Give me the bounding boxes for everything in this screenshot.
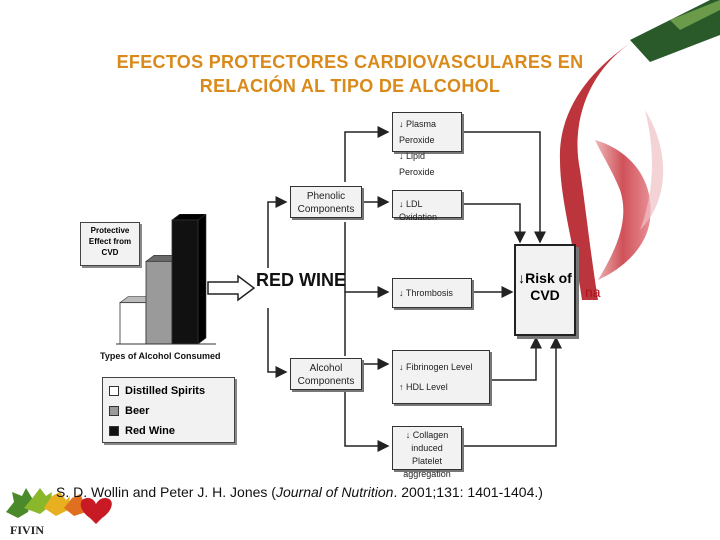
phenolic-line-2: Components [291, 203, 361, 216]
chart-xlabel: Types of Alcohol Consumed [100, 351, 221, 361]
collagen-box: ↓ Collagen induced Platelet aggregation [392, 426, 462, 470]
fibrinogen-hdl-box: ↓ Fibrinogen Level ↑ HDL Level [392, 350, 490, 404]
bar-distilled-spirits [120, 303, 146, 344]
chart-ylabel-box: Protective Effect from CVD [80, 222, 140, 266]
legend-label: Distilled Spirits [125, 381, 205, 401]
risk-of-cvd-box: ↓Risk of CVD [514, 244, 576, 336]
partial-red-text: na [585, 284, 601, 300]
citation-journal: Journal of Nutrition [276, 484, 394, 500]
bar-red-wine [172, 220, 198, 344]
alcohol-components-box: Alcohol Components [290, 358, 362, 390]
fibrinogen-level: ↓ Fibrinogen Level [399, 357, 489, 377]
legend-label: Beer [125, 401, 149, 421]
citation: S. D. Wollin and Peter J. H. Jones (Jour… [56, 484, 543, 500]
thrombosis-box: ↓ Thrombosis [392, 278, 472, 308]
citation-details: . 2001;131: 1401-1404.) [393, 484, 542, 500]
phenolic-components-box: Phenolic Components [290, 186, 362, 218]
phenolic-line-1: Phenolic [291, 190, 361, 203]
collagen-line-1: ↓ Collagen induced [393, 429, 461, 455]
legend-item: Beer [109, 401, 228, 421]
hdl-level: ↑ HDL Level [399, 377, 489, 397]
collagen-line-2: Platelet [393, 455, 461, 468]
legend-item: Distilled Spirits [109, 381, 228, 401]
swatch-redwine [109, 426, 119, 436]
svg-text:FIVIN: FIVIN [10, 523, 44, 537]
plasma-peroxide: ↓ Plasma Peroxide [399, 116, 461, 148]
lipid-peroxide: ↓ Lipid Peroxide [399, 148, 461, 180]
red-wine-line-1: RED [256, 270, 294, 290]
citation-authors: S. D. Wollin and Peter J. H. Jones ( [56, 484, 276, 500]
legend-label: Red Wine [125, 421, 175, 441]
chart-legend: Distilled Spirits Beer Red Wine [102, 377, 235, 443]
ldl-oxidation-box: ↓ LDL Oxidation [392, 190, 462, 218]
peroxide-box: ↓ Plasma Peroxide ↓ Lipid Peroxide [392, 112, 462, 152]
bar-side [198, 214, 206, 344]
red-wine-line-2: WINE [299, 270, 346, 290]
swatch-distilled [109, 386, 119, 396]
risk-line-1: ↓Risk [518, 270, 555, 286]
collagen-line-3: aggregation [393, 468, 461, 481]
alcohol-line-1: Alcohol [291, 362, 361, 375]
ylabel-line-2: Effect from [89, 237, 131, 246]
ldl-oxidation: ↓ LDL Oxidation [399, 199, 437, 222]
swatch-beer [109, 406, 119, 416]
bar-beer [146, 261, 172, 344]
red-wine-label: RED WINE [256, 270, 346, 290]
thrombosis: ↓ Thrombosis [399, 288, 453, 298]
legend-item: Red Wine [109, 421, 228, 441]
ylabel-line-1: Protective [91, 226, 130, 235]
ylabel-line-3: CVD [102, 248, 119, 257]
alcohol-line-2: Components [291, 375, 361, 388]
